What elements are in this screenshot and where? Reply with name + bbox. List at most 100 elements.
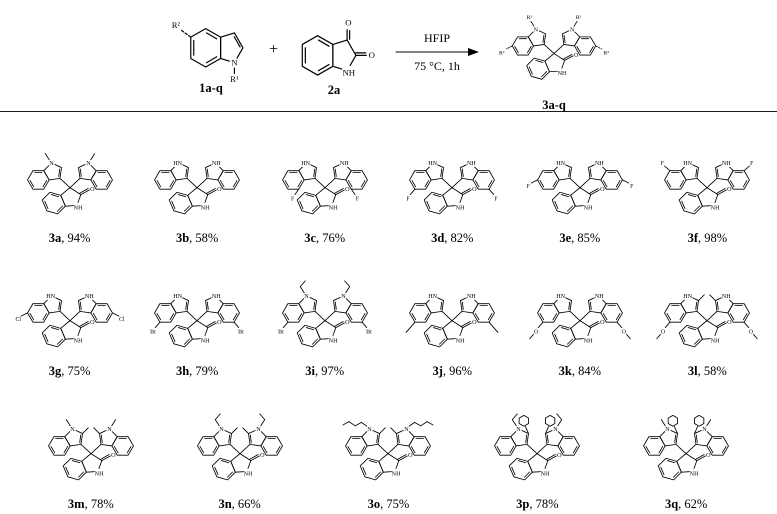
svg-text:NH: NH xyxy=(73,339,82,345)
svg-text:Br: Br xyxy=(366,329,372,335)
svg-text:F: F xyxy=(661,161,664,167)
reaction-arrow xyxy=(395,47,480,56)
compound-id: 3l xyxy=(687,364,698,378)
svg-text:NH: NH xyxy=(456,206,465,212)
svg-text:NH: NH xyxy=(340,161,349,167)
svg-text:NH: NH xyxy=(595,294,604,300)
svg-text:NH: NH xyxy=(711,339,720,345)
o-atom-label: O xyxy=(369,50,375,60)
compound-label: 3p, 78% xyxy=(516,497,558,511)
svg-text:O: O xyxy=(600,187,605,193)
plus-sign: + xyxy=(268,40,279,58)
compound-structure: O NH N N xyxy=(26,153,113,215)
compound-id: 3b xyxy=(175,231,190,245)
svg-text:NH: NH xyxy=(467,294,476,300)
compound-id: 3q xyxy=(664,497,679,511)
compound-yield: , 78% xyxy=(529,497,559,511)
svg-text:NH: NH xyxy=(690,472,699,478)
compound-id: 3g xyxy=(48,364,62,378)
svg-text:NH: NH xyxy=(583,206,592,212)
reactant-1-label: 1a-q xyxy=(199,81,223,95)
svg-text:NH: NH xyxy=(595,161,604,167)
svg-text:NH: NH xyxy=(558,71,567,77)
compound-yield: , 58% xyxy=(697,364,727,378)
compound-yield: , 78% xyxy=(84,497,114,511)
compound-label: 3k, 84% xyxy=(559,364,601,378)
svg-text:O: O xyxy=(345,187,350,193)
svg-text:N: N xyxy=(665,427,670,433)
svg-text:Br: Br xyxy=(238,329,244,335)
compound-id: 3n xyxy=(218,497,232,511)
svg-text:O: O xyxy=(111,453,116,459)
svg-text:N: N xyxy=(86,161,91,167)
svg-text:NH: NH xyxy=(583,339,592,345)
svg-text:NH: NH xyxy=(722,294,731,300)
compound-id: 3d xyxy=(431,231,445,245)
compound-label: 3j, 96% xyxy=(432,364,472,378)
compound-id: 3i xyxy=(305,364,315,378)
svg-text:F: F xyxy=(526,184,529,190)
compound-id: 3m xyxy=(67,497,85,511)
svg-text:N: N xyxy=(554,427,559,433)
compound-id: 3a xyxy=(48,231,62,245)
svg-text:N: N xyxy=(219,427,224,433)
svg-text:NH: NH xyxy=(212,294,221,300)
svg-text:N: N xyxy=(49,161,54,167)
reaction-conditions: HFIP 75 °C, 1h xyxy=(394,31,480,73)
svg-text:N: N xyxy=(70,427,75,433)
svg-text:NH: NH xyxy=(456,339,465,345)
svg-text:HN: HN xyxy=(556,161,565,167)
svg-text:O: O xyxy=(706,453,711,459)
svg-text:NH: NH xyxy=(201,206,210,212)
svg-text:O: O xyxy=(90,187,95,193)
compound-label: 3a, 94% xyxy=(49,231,91,245)
compound-yield: , 58% xyxy=(189,231,219,245)
compound-label: 3q, 62% xyxy=(665,497,707,511)
condition-temperature: 75 °C, 1h xyxy=(414,58,460,73)
svg-text:R¹: R¹ xyxy=(527,15,533,21)
svg-text:HN: HN xyxy=(684,161,693,167)
svg-text:O: O xyxy=(472,320,477,326)
compound-yield: , 82% xyxy=(444,231,474,245)
compound-yield: , 79% xyxy=(189,364,219,378)
svg-text:O: O xyxy=(409,453,414,459)
compound-yield: , 76% xyxy=(316,231,346,245)
r1-label: R¹ xyxy=(230,74,239,84)
svg-text:O: O xyxy=(600,320,605,326)
svg-text:NH: NH xyxy=(467,161,476,167)
svg-text:NH: NH xyxy=(711,206,720,212)
svg-text:NH: NH xyxy=(94,472,103,478)
svg-text:N: N xyxy=(368,427,373,433)
svg-text:O: O xyxy=(728,320,733,326)
compound-yield: , 66% xyxy=(231,497,261,511)
compound-yield: , 75% xyxy=(61,364,91,378)
svg-text:NH: NH xyxy=(328,206,337,212)
svg-text:NH: NH xyxy=(73,206,82,212)
svg-text:O: O xyxy=(557,453,562,459)
svg-text:R²: R² xyxy=(604,50,610,56)
svg-text:O: O xyxy=(749,329,753,335)
svg-text:N: N xyxy=(256,427,261,433)
